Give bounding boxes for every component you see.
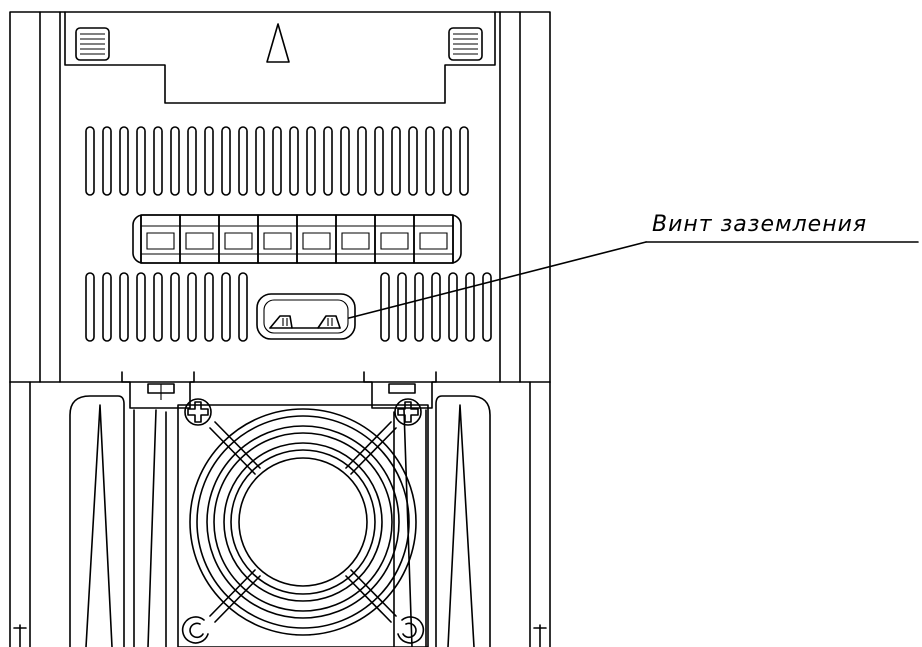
right-fan-clip (364, 372, 436, 408)
vent-slot (415, 273, 423, 341)
vent-slot (120, 127, 128, 195)
upper-vent-slots (86, 127, 468, 195)
vent-slot (103, 127, 111, 195)
terminal-cell (180, 215, 219, 263)
vent-slot (392, 127, 400, 195)
vent-slot (443, 127, 451, 195)
vent-slot (222, 273, 230, 341)
lower-vent-slots (86, 273, 491, 341)
top-cover-tab (65, 12, 495, 103)
vent-slot (409, 127, 417, 195)
grounding-screw-bracket (257, 294, 355, 339)
vent-slot (188, 273, 196, 341)
vent-slot (273, 127, 281, 195)
terminal-cell (141, 215, 180, 263)
terminal-cell (414, 215, 453, 263)
vent-slot (222, 127, 230, 195)
vent-slot (86, 127, 94, 195)
vent-slot (483, 273, 491, 341)
vent-slot (307, 127, 315, 195)
vent-slot (154, 273, 162, 341)
fan-screw-top-right-icon (395, 399, 421, 425)
fan-guard (178, 405, 428, 647)
left-fan-clip (122, 372, 194, 408)
vent-slot (466, 273, 474, 341)
right-latch-grip (449, 28, 482, 60)
heatsink-fins (10, 382, 550, 647)
vent-slot (290, 127, 298, 195)
vent-slot (324, 127, 332, 195)
vent-slot (239, 127, 247, 195)
vent-slot (239, 273, 247, 341)
terminal-cell (336, 215, 375, 263)
grounding-screw-label: Винт заземления (652, 212, 868, 237)
vent-slot (375, 127, 383, 195)
vent-slot (426, 127, 434, 195)
vent-slot (460, 127, 468, 195)
vent-slot (137, 127, 145, 195)
terminal-cell (375, 215, 414, 263)
terminal-block (133, 215, 461, 263)
vent-slot (449, 273, 457, 341)
terminal-cell (258, 215, 297, 263)
vent-slot (137, 273, 145, 341)
vent-slot (205, 273, 213, 341)
vent-slot (398, 273, 406, 341)
vent-slot (171, 127, 179, 195)
vent-slot (154, 127, 162, 195)
vent-slot (86, 273, 94, 341)
vent-slot (171, 273, 179, 341)
callout-leader (349, 242, 918, 318)
vent-slot (358, 127, 366, 195)
vent-slot (120, 273, 128, 341)
fan-hook-bottom-right-icon (398, 617, 423, 643)
vent-slot (188, 127, 196, 195)
terminal-cell (219, 215, 258, 263)
vent-slot (341, 127, 349, 195)
vent-slot (256, 127, 264, 195)
vent-slot (205, 127, 213, 195)
terminal-cell (297, 215, 336, 263)
warning-triangle-icon (267, 24, 289, 62)
vent-slot (103, 273, 111, 341)
vent-slot (432, 273, 440, 341)
left-latch-grip (76, 28, 109, 60)
fan-screw-top-left-icon (185, 399, 211, 425)
vent-slot (381, 273, 389, 341)
housing-outline (10, 12, 550, 382)
fan-hook-bottom-left-icon (183, 617, 208, 643)
